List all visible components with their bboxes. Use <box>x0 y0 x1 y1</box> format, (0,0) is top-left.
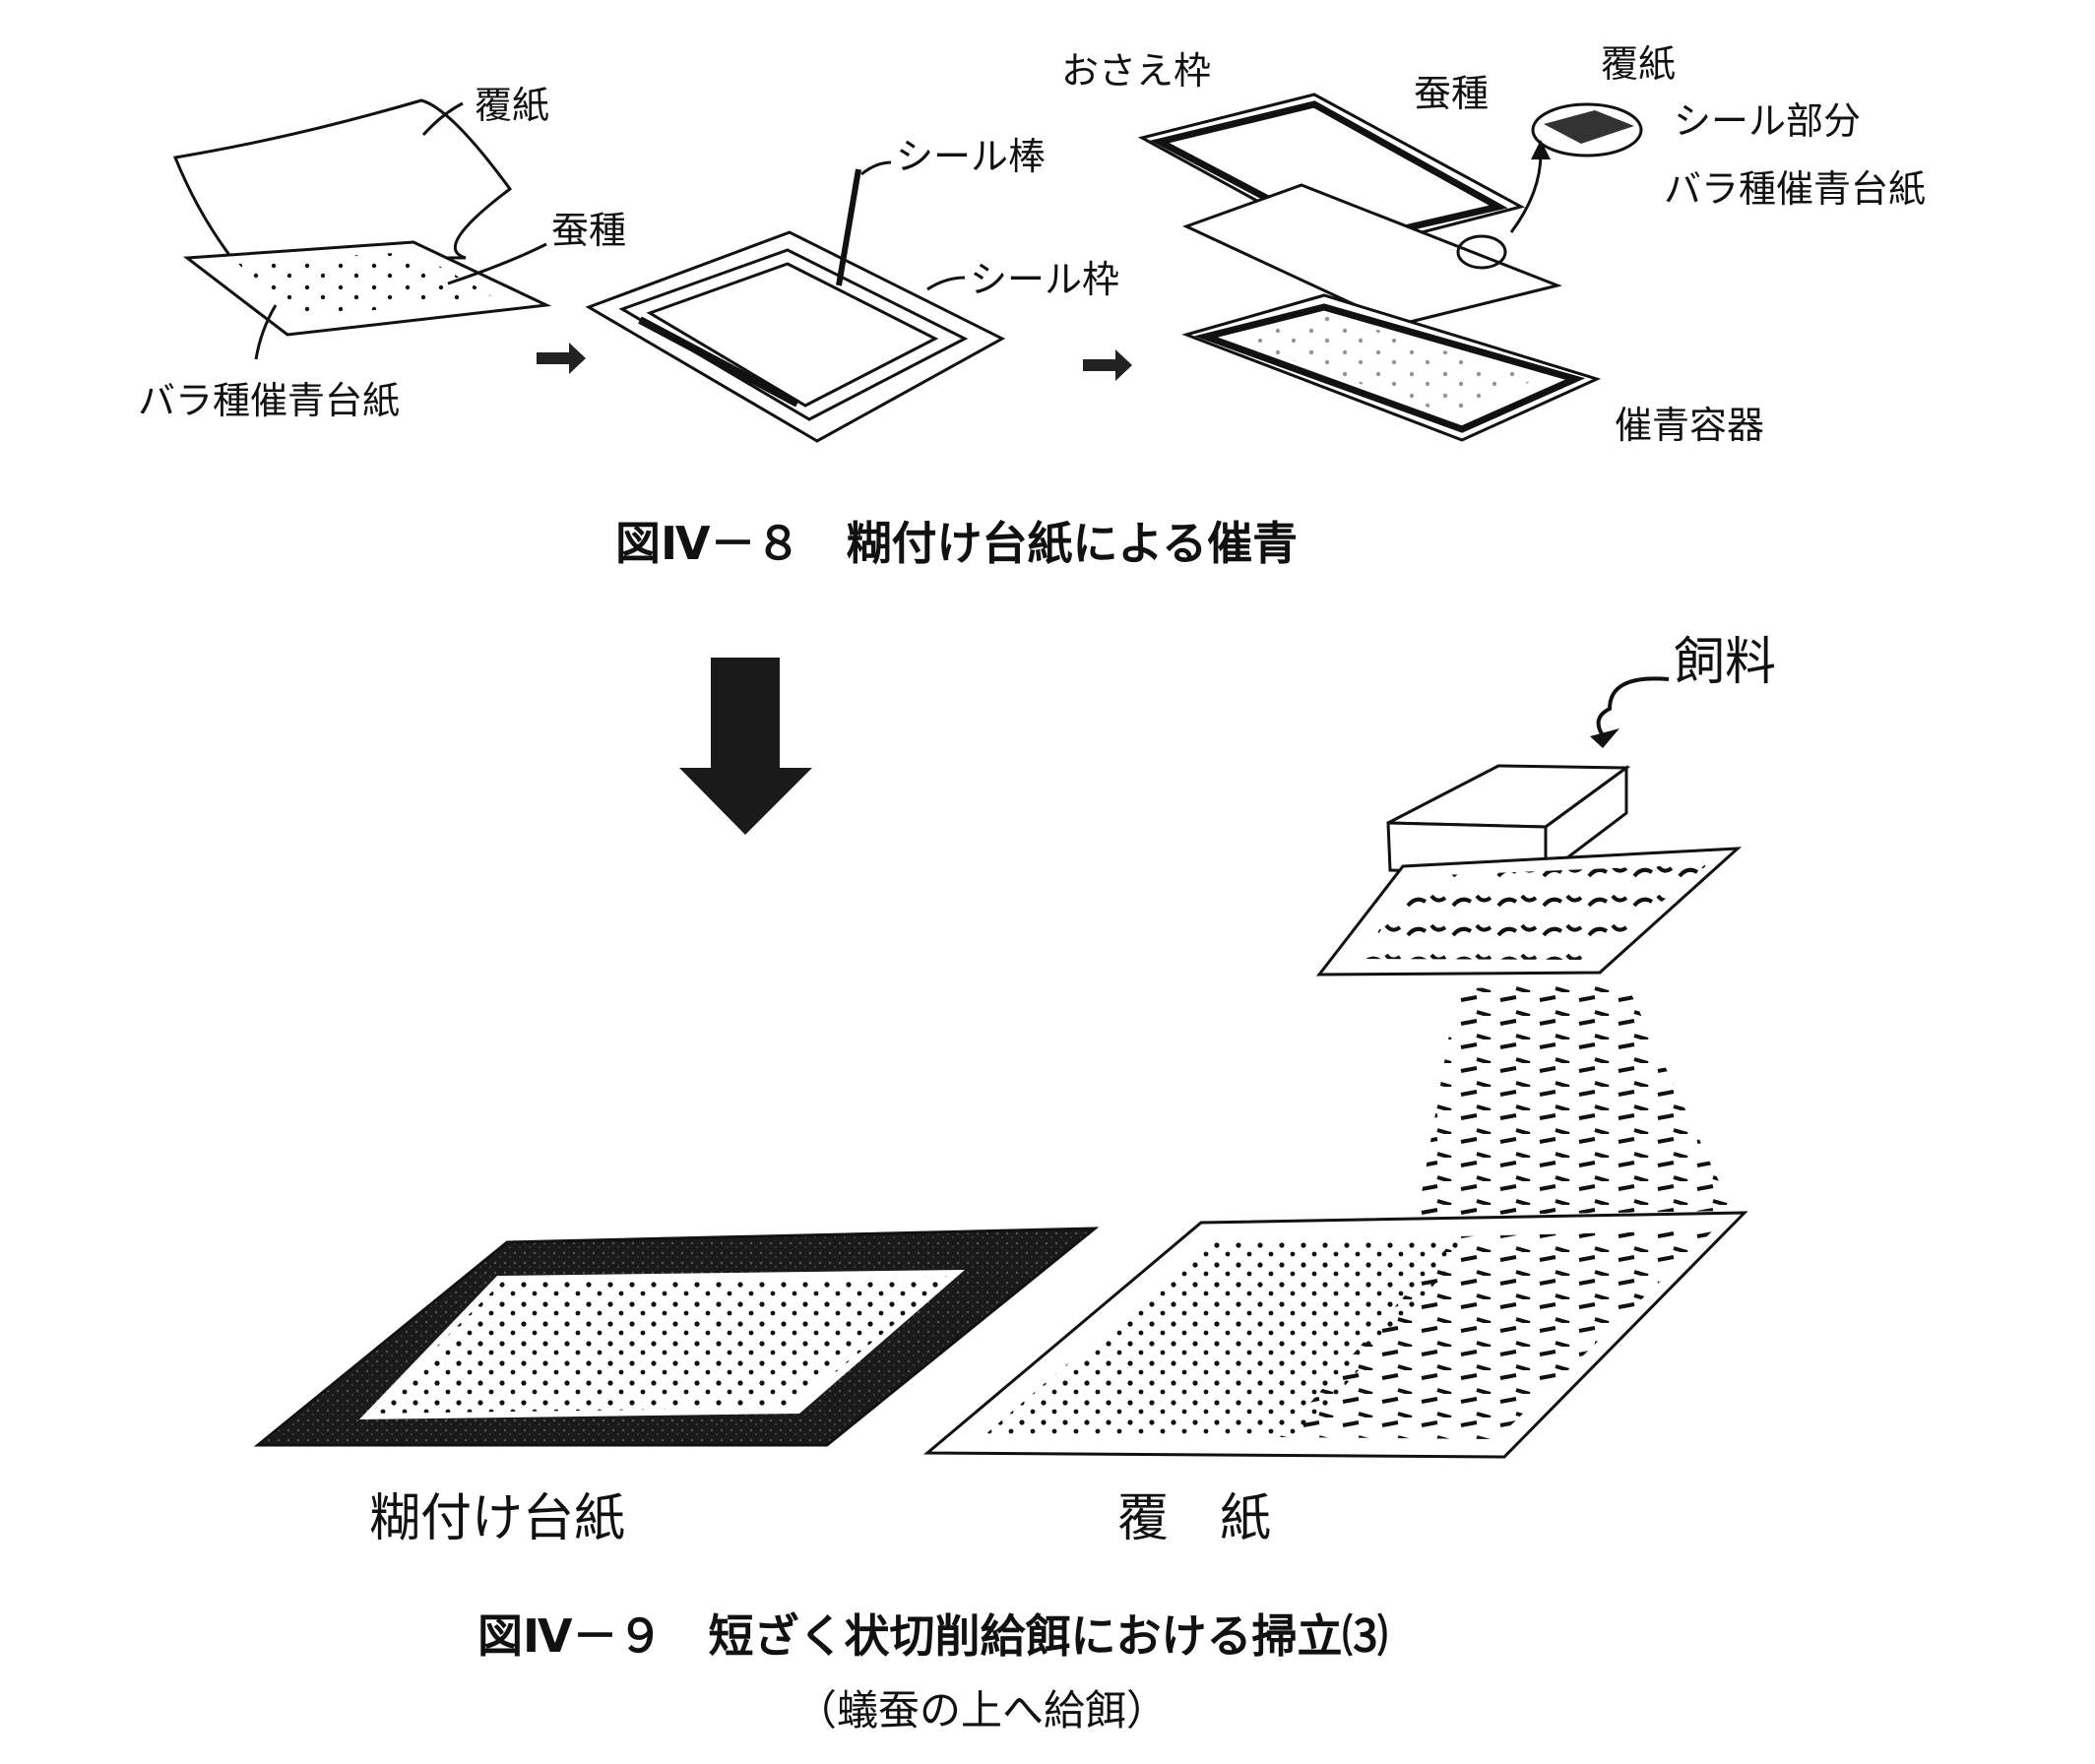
feed-strips <box>1359 864 1708 960</box>
label-cover-paper: 覆紙 <box>475 84 549 127</box>
magnify-circle <box>1456 234 1507 270</box>
caption-fig-8: 図Ⅳ－８ 糊付け台紙による催青 <box>615 517 1298 570</box>
label-silkworm-eggs: 蚕種 <box>551 209 626 252</box>
leader-feed-head <box>1590 728 1619 748</box>
label-detail-egg-paper: バラ種催青台紙 <box>1664 167 1926 211</box>
cover-paper-feed <box>1280 1230 1713 1439</box>
label-seal-part: シール部分 <box>1674 99 1861 143</box>
magnify-arrow-head <box>1531 140 1551 159</box>
step-arrow-1 <box>537 343 586 374</box>
leader-feed <box>1596 676 1670 740</box>
label-feed: 飼料 <box>1674 633 1776 692</box>
seal-frame-inner <box>618 248 969 421</box>
label-detail-eggs: 蚕種 <box>1414 72 1489 115</box>
caption-fig-9: 図Ⅳ－９ 短ざく状切削給餌における掃立⑶ <box>477 1609 1388 1663</box>
subcaption-fig-9: （蟻蚕の上へ給餌） <box>795 1686 1168 1734</box>
figure-iv-9: 飼料 糊付け台紙 覆 紙 図Ⅳ－９ 短ざく状切削給餌における掃立⑶ （蟻蚕の上へ… <box>253 633 1776 1734</box>
leader-cover-paper <box>421 101 464 137</box>
label-glued-paper: 糊付け台紙 <box>369 1489 625 1548</box>
detail-sheet <box>1544 110 1634 144</box>
container-eggs <box>1231 313 1536 417</box>
label-press-frame: おさえ枠 <box>1061 49 1211 93</box>
label-incubation-container: 催青容器 <box>1615 404 1764 447</box>
detail-ellipse <box>1531 102 1643 158</box>
big-down-arrow <box>679 658 812 835</box>
label-seal-rod: シール棒 <box>896 135 1046 178</box>
egg-dots-area <box>236 252 492 320</box>
label-detail-cover: 覆紙 <box>1601 42 1676 86</box>
seal-frame-innermost <box>646 262 939 408</box>
falling-feed <box>1418 979 1733 1216</box>
label-cover-paper-fig9: 覆 紙 <box>1117 1489 1271 1548</box>
leader-egg-paper <box>254 304 278 360</box>
leader-seal-rod <box>860 160 892 176</box>
middle-sheet <box>1182 183 1562 327</box>
seal-line <box>638 316 799 408</box>
seal-rod <box>836 168 861 286</box>
cover-paper-larvae <box>984 1236 1477 1437</box>
glued-paper-larvae <box>369 1276 953 1414</box>
label-loose-egg-paper: バラ種催青台紙 <box>138 379 400 422</box>
figure-iv-8: 覆紙 蚕種 バラ種催青台紙 シール棒 シール枠 おさえ枠 <box>138 42 1926 570</box>
step-arrow-2 <box>1083 349 1132 381</box>
magnify-arrow <box>1509 153 1543 233</box>
leader-seal-frame <box>926 276 966 291</box>
label-seal-frame: シール枠 <box>970 258 1119 301</box>
incubation-container-inner <box>1194 303 1586 433</box>
leader-eggs <box>447 242 547 285</box>
